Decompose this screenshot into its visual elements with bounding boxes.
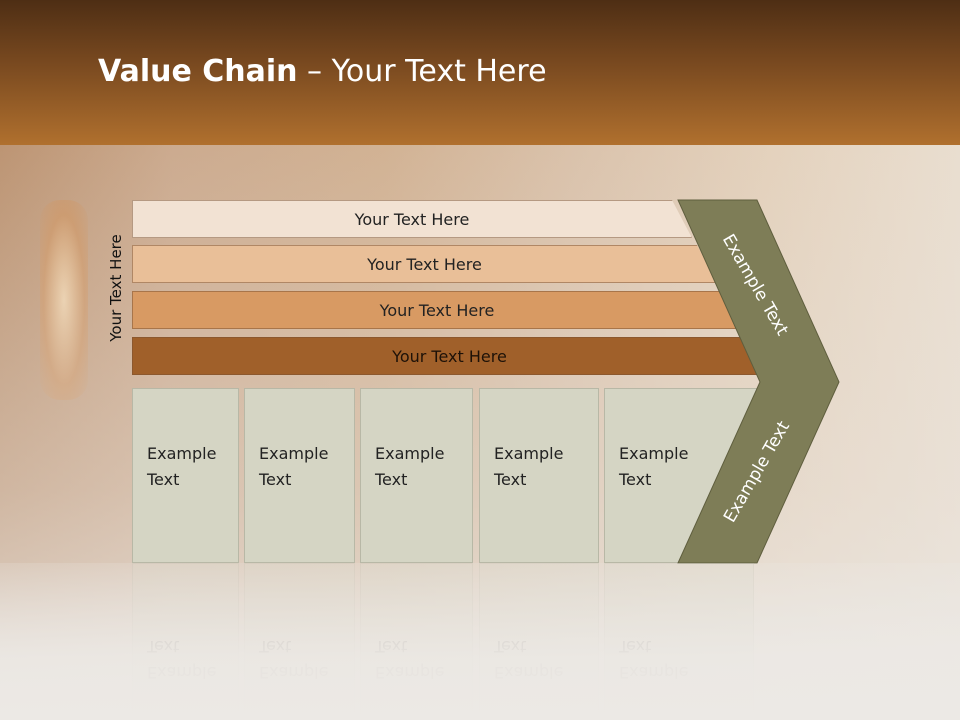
- example-box-1[interactable]: Example Text: [132, 388, 239, 563]
- example-box-4[interactable]: Example Text: [479, 388, 599, 563]
- box-line-2: Text: [147, 470, 180, 489]
- vertical-label[interactable]: Your Text Here: [107, 234, 125, 342]
- bar-4[interactable]: Your Text Here: [132, 337, 767, 375]
- slide-title[interactable]: Value Chain – Your Text Here: [98, 54, 547, 89]
- box-line-1: Example: [375, 444, 445, 463]
- example-box-2[interactable]: Example Text: [244, 388, 355, 563]
- title-rest: – Your Text Here: [297, 54, 547, 89]
- reflection-fade: [0, 563, 960, 720]
- box-line-1: Example: [259, 444, 329, 463]
- box-line-2: Text: [375, 470, 408, 489]
- header-band: Value Chain – Your Text Here: [0, 0, 960, 145]
- bar-2[interactable]: Your Text Here: [132, 245, 717, 283]
- bar-1[interactable]: Your Text Here: [132, 200, 692, 238]
- box-line-2: Text: [619, 470, 652, 489]
- bar-3[interactable]: Your Text Here: [132, 291, 742, 329]
- box-line-1: Example: [147, 444, 217, 463]
- box-line-2: Text: [259, 470, 292, 489]
- box-line-2: Text: [494, 470, 527, 489]
- box-line-1: Example: [494, 444, 564, 463]
- title-bold: Value Chain: [98, 54, 298, 89]
- example-box-3[interactable]: Example Text: [360, 388, 473, 563]
- box-line-1: Example: [619, 444, 689, 463]
